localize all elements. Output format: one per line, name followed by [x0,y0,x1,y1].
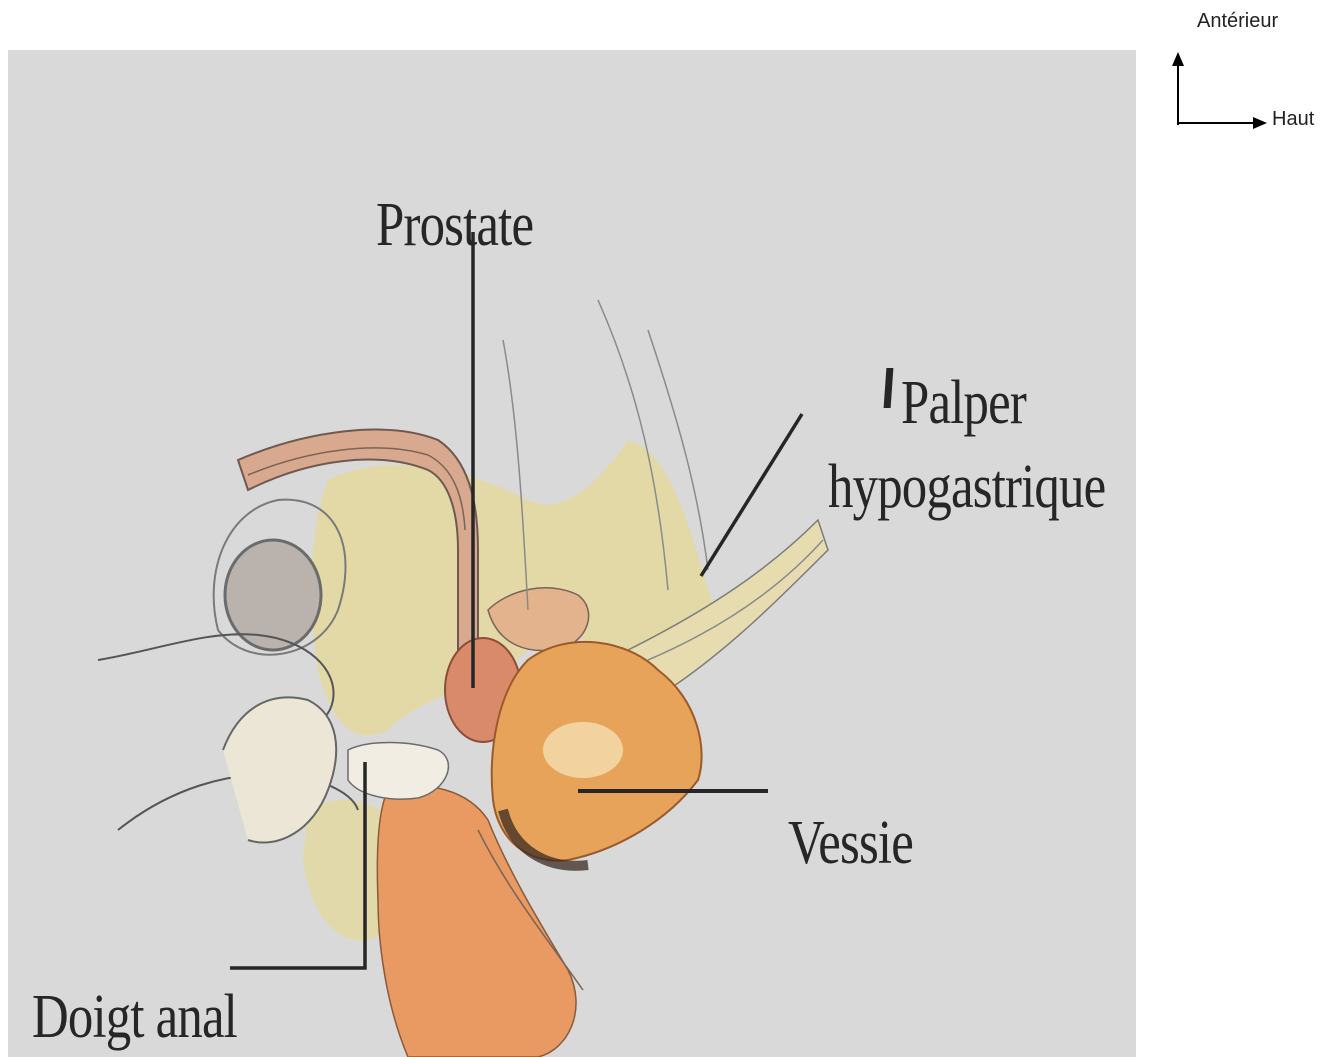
label-palper: Palper [901,368,1026,439]
label-vessie: Vessie [788,808,913,879]
superior-arrow-head [1253,117,1267,129]
label-hypogastrique: hypogastrique [828,452,1105,523]
pelvic-anatomy-illustration [8,50,1136,1057]
orientation-superior-label: Haut [1272,108,1314,131]
label-doigt-anal: Doigt anal [32,982,237,1053]
anterior-arrow-head [1172,52,1184,66]
bladder-highlight [543,722,623,778]
label-prostate: Prostate [376,190,533,261]
anatomy-figure-panel: Prostate Palper hypogastrique Vessie Doi… [8,50,1136,1057]
orientation-anterior-label: Antérieur [1197,10,1278,33]
anal-region [348,743,448,800]
